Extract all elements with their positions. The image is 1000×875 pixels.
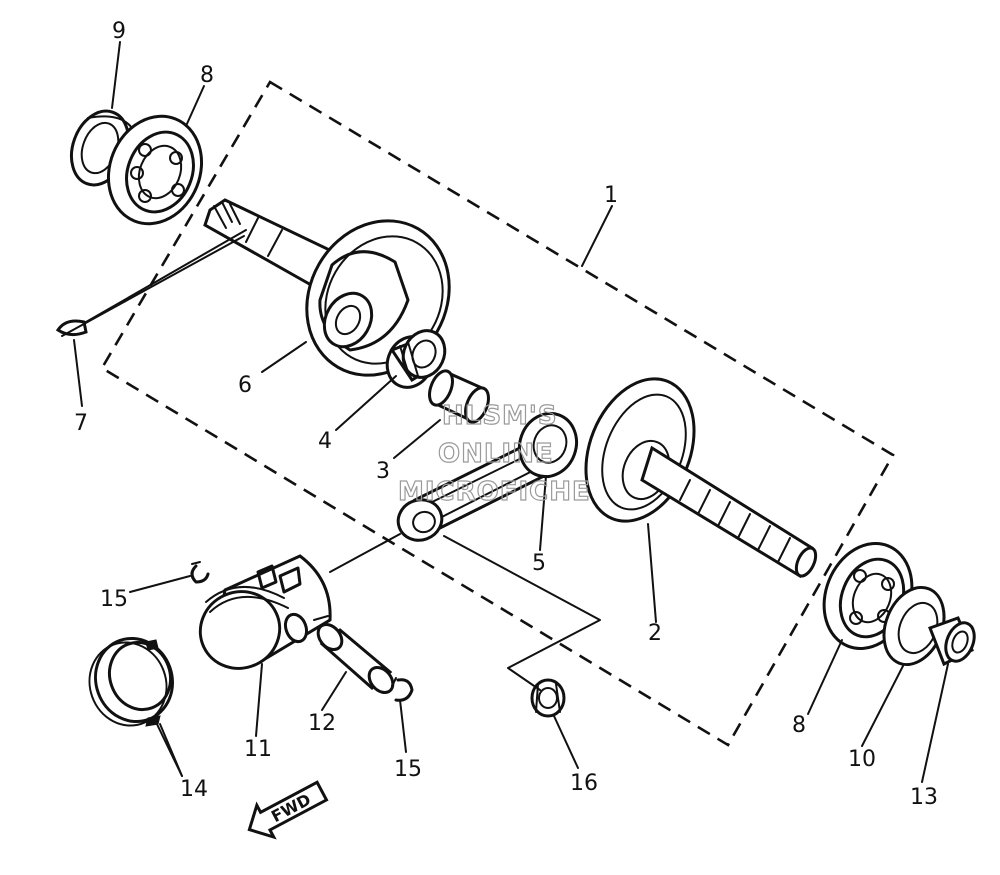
label-part-13: 12 — [308, 711, 336, 736]
watermark-line-3: MICROFICHE — [398, 477, 591, 507]
label-part-8-right: 8 — [792, 713, 806, 738]
collar-part — [928, 616, 976, 667]
label-part-15-lower: 15 — [394, 757, 422, 782]
label-part-11: 13 — [910, 785, 938, 810]
label-part-15-upper: 15 — [100, 587, 128, 612]
piston-pin-part — [316, 622, 395, 695]
woodruff-key-part — [55, 229, 247, 337]
label-part-3: 3 — [376, 459, 390, 484]
label-part-5: 5 — [532, 551, 546, 576]
label-part-14: 14 — [180, 777, 208, 802]
crank-left-part — [203, 198, 451, 377]
label-part-12: 11 — [244, 737, 272, 762]
label-part-8-left: 8 — [200, 63, 214, 88]
small-end-bearing-part — [530, 678, 566, 718]
forward-direction-arrow: FWD — [247, 780, 329, 840]
crankshaft-assembly-boundary — [100, 80, 895, 747]
circlip-lower-part — [391, 677, 414, 702]
label-part-4: 4 — [318, 429, 332, 454]
label-part-7: 7 — [74, 411, 88, 436]
circlip-upper-part — [190, 561, 210, 584]
piston-rings-part — [88, 636, 174, 727]
watermark: HLSM'S ONLINE MICROFICHE — [397, 400, 591, 507]
leader-lines — [73, 41, 949, 783]
label-part-2: 2 — [648, 621, 662, 646]
piston-part — [198, 554, 332, 670]
alignment-lines — [329, 533, 601, 691]
connecting-rod-part — [396, 411, 578, 542]
crank-right-part — [584, 377, 818, 579]
label-part-16: 16 — [570, 771, 598, 796]
label-part-1: 1 — [604, 183, 618, 208]
watermark-line-2: ONLINE — [438, 439, 554, 469]
crank-pin-part — [428, 369, 490, 424]
label-part-6: 6 — [238, 373, 252, 398]
bearing-left-part — [106, 114, 204, 226]
watermark-line-1: HLSM'S — [442, 401, 558, 431]
needle-bearing-part — [385, 329, 447, 389]
label-part-9: 10 — [848, 747, 876, 772]
part-labels: 9 8 1 6 7 4 3 5 2 15 11 12 15 14 16 8 10… — [74, 19, 938, 810]
label-part-10: 9 — [112, 19, 126, 44]
